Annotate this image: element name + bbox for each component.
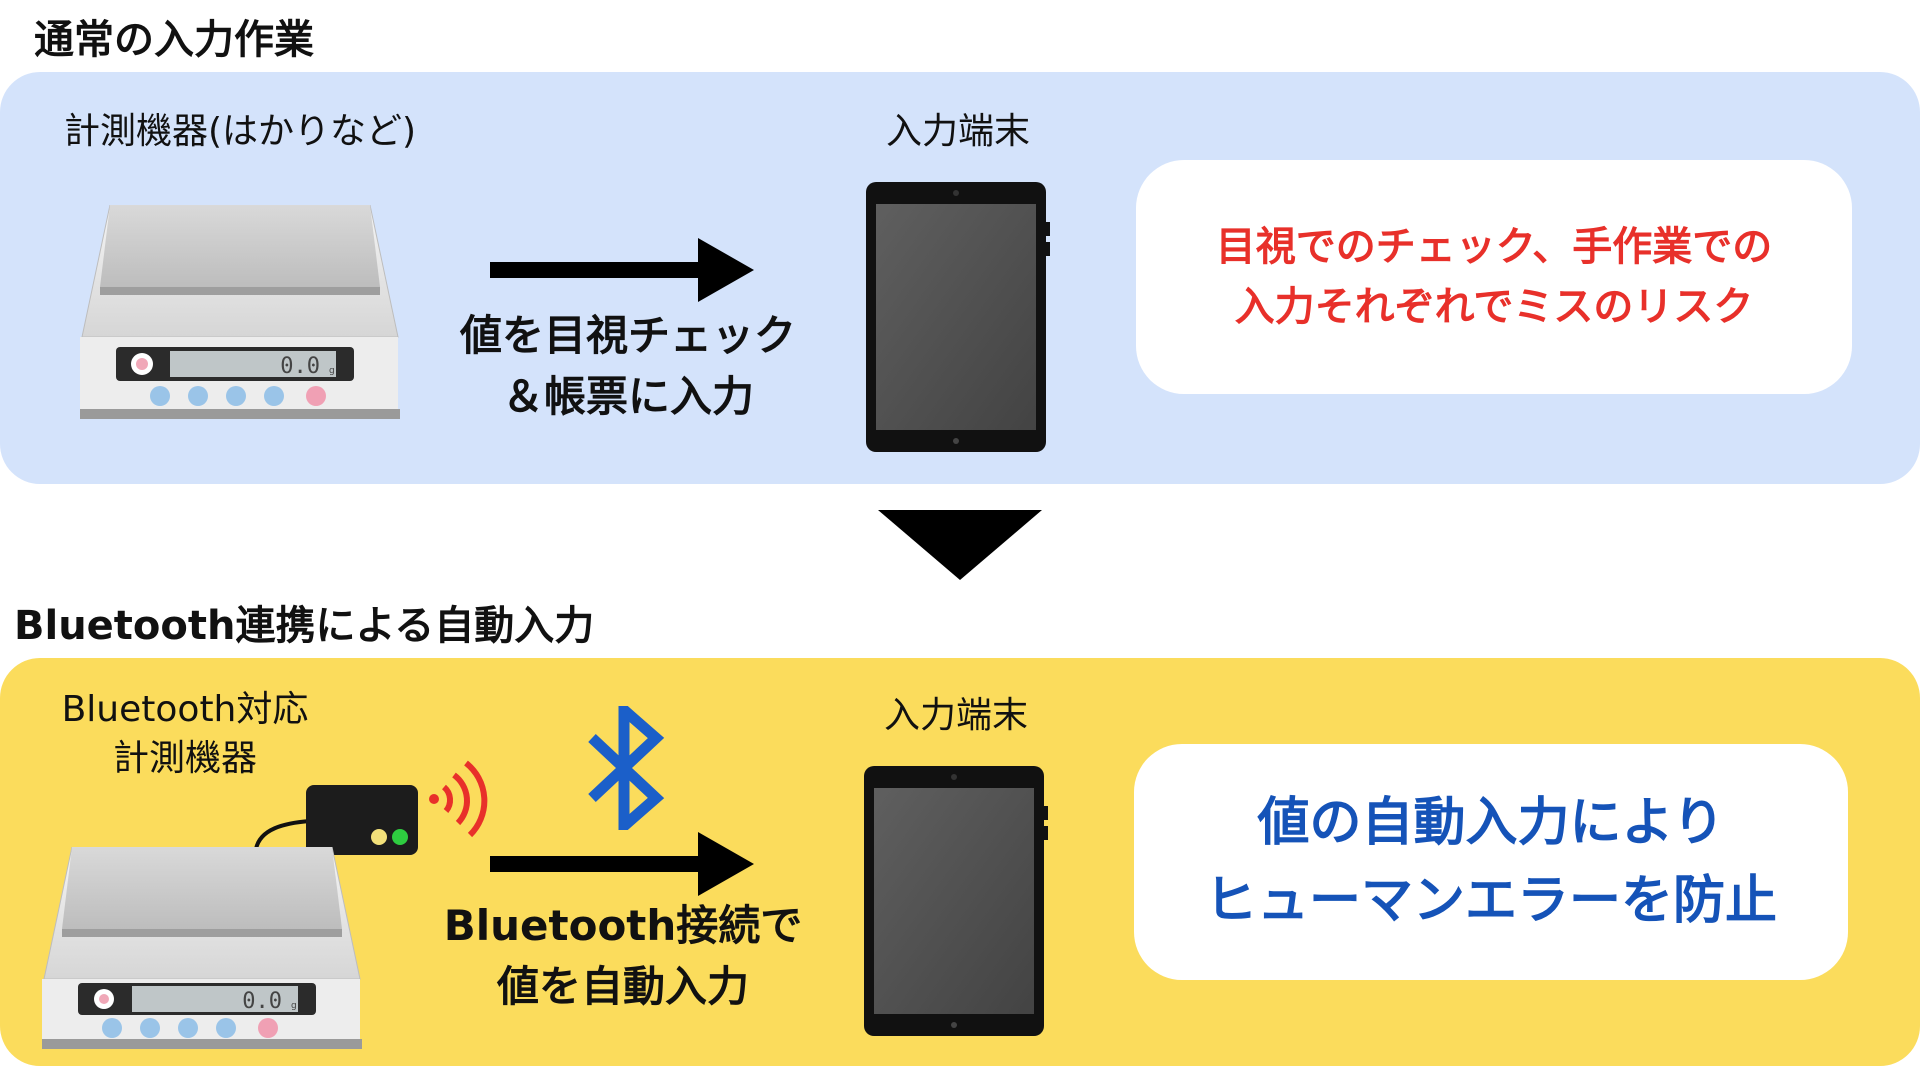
bluetooth-icon xyxy=(588,706,665,830)
bluetooth-arrow-caption-line-2: 値を自動入力 xyxy=(496,961,749,1011)
benefit-callout-line-2: ヒューマンエラーを防止 xyxy=(1204,871,1777,931)
bluetooth-scale-display: 0.0 xyxy=(242,989,282,1014)
scale-image: 0.0 g xyxy=(80,205,400,419)
bluetooth-device-label: Bluetooth対応 計測機器 xyxy=(40,686,330,783)
down-triangle-icon xyxy=(878,510,1042,580)
scale-display: 0.0 xyxy=(280,354,320,379)
bluetooth-right-arrow-icon xyxy=(490,832,754,896)
bluetooth-device-label-line-2: 計測機器 xyxy=(112,737,257,779)
bluetooth-scale-image: 0.0 g xyxy=(42,847,362,1049)
arrow-caption-line-1: 値を目視チェック xyxy=(459,311,796,360)
scale-unit: g xyxy=(329,366,335,376)
section-heading-bluetooth: Bluetooth連携による自動入力 xyxy=(14,603,595,649)
risk-callout-line-2: 入力それぞれでミスのリスク xyxy=(1234,284,1754,330)
bluetooth-module xyxy=(254,760,488,855)
arrow-caption: 値を目視チェック ＆帳票に入力 xyxy=(438,306,818,428)
right-arrow-icon xyxy=(490,238,754,302)
device-label: 計測機器(はかりなど) xyxy=(63,111,417,152)
benefit-callout: 値の自動入力により ヒューマンエラーを防止 xyxy=(1134,744,1848,980)
bluetooth-arrow-caption: Bluetooth接続で 値を自動入力 xyxy=(428,896,818,1018)
bluetooth-device-label-line-1: Bluetooth対応 xyxy=(61,689,309,730)
wireless-signal-icon xyxy=(429,760,488,838)
arrow-caption-line-2: ＆帳票に入力 xyxy=(501,371,754,421)
bluetooth-scale-unit: g xyxy=(291,1001,297,1011)
risk-callout-line-1: 目視でのチェック、手作業での xyxy=(1215,224,1773,270)
bluetooth-arrow-caption-line-1: Bluetooth接続で xyxy=(443,901,803,950)
benefit-callout-line-1: 値の自動入力により xyxy=(1257,793,1725,853)
tablet-image xyxy=(866,182,1050,452)
terminal-label: 入力端末 xyxy=(885,111,1030,152)
bluetooth-tablet-image xyxy=(864,766,1048,1036)
section-heading-manual: 通常の入力作業 xyxy=(34,17,314,63)
risk-callout: 目視でのチェック、手作業での 入力それぞれでミスのリスク xyxy=(1136,160,1852,394)
bluetooth-terminal-label: 入力端末 xyxy=(883,695,1028,736)
